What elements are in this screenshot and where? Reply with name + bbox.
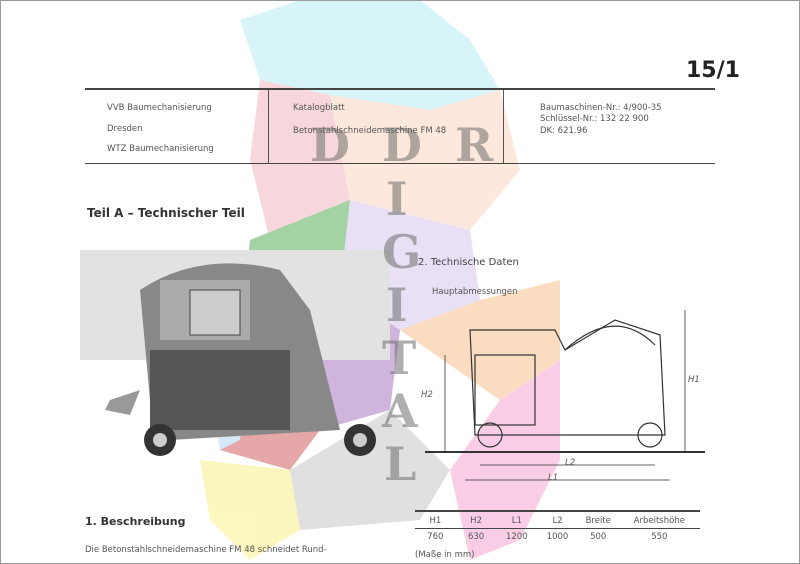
map-region-orange (400, 280, 560, 400)
map-region-pink-west (250, 80, 350, 240)
label-l2: L2 (565, 458, 576, 468)
label-h2: H2 (421, 390, 433, 400)
th-h2: H2 (470, 516, 482, 526)
page-number: 15/1 (686, 58, 740, 83)
header-top-rule (85, 88, 715, 90)
header-dk: DK: 621.96 (540, 126, 588, 136)
table-row: 760 630 1200 1000 500 550 (415, 529, 700, 542)
section-title: Teil A – Technischer Teil (87, 206, 245, 220)
watermark-g: G (382, 225, 422, 279)
header-machine-name: Betonstahlschneidemaschine FM 48 (293, 126, 447, 136)
header-city: Dresden (107, 124, 143, 134)
header-divider (503, 90, 504, 163)
watermark-i: I (386, 278, 408, 332)
map-region-grey (290, 410, 450, 530)
header-org: VVB Baumechanisierung (107, 103, 212, 113)
th-breite: Breite (585, 516, 611, 526)
description-title: 1. Beschreibung (85, 515, 186, 528)
header-schluessel-nr: Schlüssel-Nr.: 132 22 900 (540, 114, 649, 124)
table-note: (Maße in mm) (415, 550, 475, 560)
cell-h1: 760 (427, 532, 444, 542)
th-h1: H1 (429, 516, 442, 526)
description-text: Die Betonstahlschneidemaschine FM 48 sch… (85, 545, 327, 555)
watermark-r: R (455, 118, 494, 172)
map-region-north (240, 0, 500, 110)
tech-data-subtitle: Hauptabmessungen (432, 287, 518, 297)
watermark-t: T (382, 331, 417, 385)
th-arbeitshoehe: Arbeitshöhe (633, 516, 685, 526)
header-bottom-rule (85, 163, 715, 164)
machine-photo (80, 250, 390, 456)
cell-h2: 630 (467, 532, 485, 542)
label-l1: L1 (548, 473, 559, 483)
header-baumaschinen-nr: Baumaschinen-Nr.: 4/900-35 (540, 103, 662, 113)
header-divider (268, 90, 269, 163)
map-region-yellow (200, 460, 300, 560)
dimensions-table: H1 H2 L1 L2 Breite Arbeitshöhe 760 630 1… (415, 510, 700, 560)
watermark-a: A (382, 384, 418, 438)
cell-l2: 1000 (546, 532, 569, 542)
table-header-row: H1 H2 L1 L2 Breite Arbeitshöhe (415, 512, 700, 529)
watermark-d: D (382, 118, 422, 172)
watermark-d: D (310, 118, 350, 172)
tech-data-title: 2. Technische Daten (418, 257, 519, 268)
map-region-peach (330, 90, 520, 230)
th-l1: L1 (511, 516, 522, 526)
watermark-l: L (384, 437, 417, 491)
dimension-drawing (425, 310, 705, 481)
cell-breite: 500 (590, 532, 607, 542)
header-katalogblatt: Katalogblatt (293, 103, 345, 113)
th-l2: L2 (552, 516, 563, 526)
cell-arbeitshoehe: 550 (651, 532, 668, 542)
header-wtz: WTZ Baumechanisierung (107, 144, 214, 154)
cell-l1: 1200 (505, 532, 528, 542)
label-h1: H1 (688, 375, 700, 385)
watermark-i: I (386, 172, 408, 226)
